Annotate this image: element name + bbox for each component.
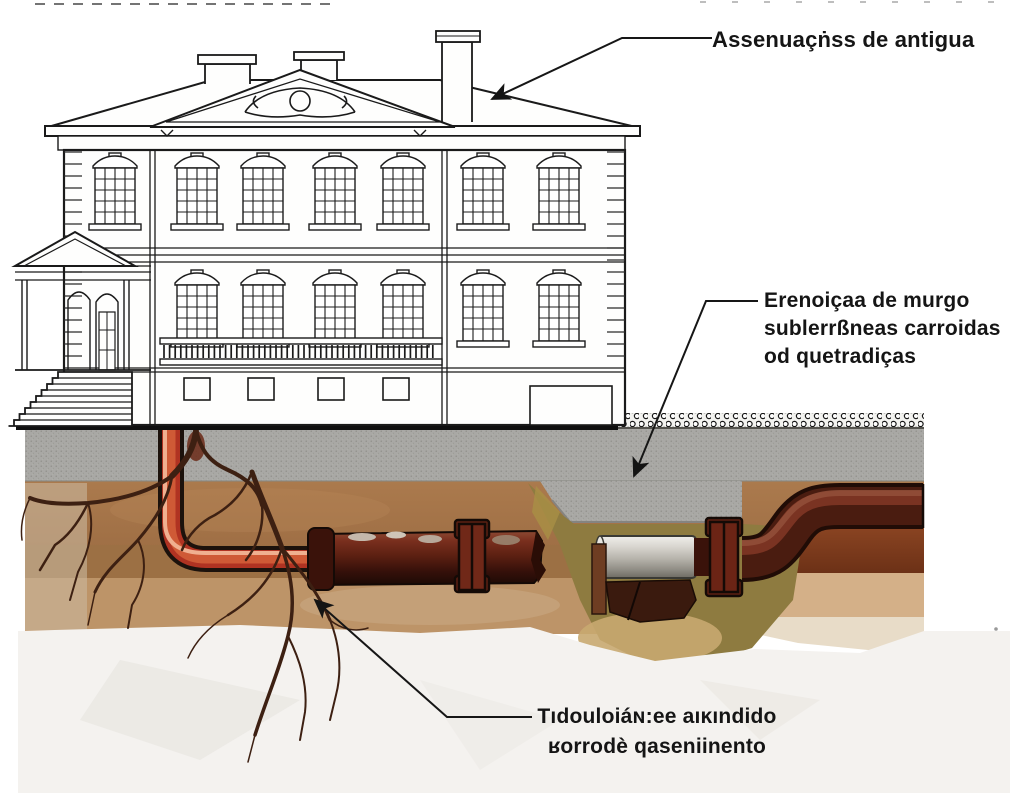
label-pipe: Tıdouloiáɴ:ee aıĸındido ʁorrodè qaseniin… [492,702,822,762]
facade-bay-divisions [149,150,448,425]
porch-posts [21,280,130,370]
window-lower [170,269,224,348]
soil-pale-right [742,617,924,651]
label-walls: Erenoiçaa de murgo sublerrßneas carroida… [764,287,1001,371]
pediment [149,68,456,137]
leader-line-settlement [490,37,712,100]
basement-line [64,367,625,373]
rust-patch [418,535,442,543]
stray-dot [994,627,998,631]
leader-line-pipe [313,598,532,718]
label-settlement: Assenuaçṅss de antigua [712,27,975,52]
door-panels [99,312,115,370]
broken-pipe-fragment [605,579,697,623]
chimney-left [197,54,257,84]
soil-mottle [300,585,560,625]
tree-roots-left [20,428,264,629]
window-lower [532,269,586,348]
service-pipe-red [158,430,322,572]
window-upper [88,152,142,231]
pipe-bell-joint [307,527,335,591]
concrete-trench-wedge [540,481,742,522]
window-upper [236,152,290,231]
porch-arch-left [67,291,91,370]
chimney-right [435,30,481,122]
rising-pipe [741,483,925,582]
quoins [64,151,625,357]
window-upper [376,152,430,231]
label-walls-line3: od quetradiças [764,345,917,368]
window-lower [456,269,510,348]
window-upper [456,152,510,231]
window-lower [308,269,362,348]
pediment-cartouche [244,87,356,118]
pipe-clamp-2 [704,516,744,598]
soil-mottle [110,488,390,532]
window-lower [376,269,430,348]
label-walls-line1: Erenoiçaa de murgo [764,289,970,312]
marble-zone [18,625,1010,793]
ground-line [16,425,618,430]
window-upper [308,152,362,231]
pipe-broken-end [531,531,546,583]
steps-outline [8,371,133,427]
window-lower [236,269,290,348]
label-pipe-line2: ʁorrodè qaseniinento [547,735,767,758]
leader-lines [313,37,758,718]
label-walls-line2: sublerrßneas carroidas [764,317,1001,340]
rust-patch [386,531,406,539]
window-upper [532,152,586,231]
old-corroded-pipe [307,527,546,591]
replacement-pipe-silver [591,535,712,623]
pipe-clamp-1 [453,518,491,594]
window-upper [170,152,224,231]
porch-arch-right [95,293,119,370]
soil-pale-left [25,483,87,630]
building-illustration [8,30,641,427]
frieze [57,135,626,151]
ground-cross-section [16,413,1010,793]
pediment-bracket [160,129,427,137]
pipe-support [591,543,607,615]
rust-patch [492,535,520,545]
rust-patch [348,533,376,541]
entrance-porch [8,230,151,427]
label-pipe-line1: Tıdouloiáɴ:ee aıĸındido [537,705,777,728]
entrance-steps [8,371,133,427]
floor-band [64,247,625,263]
grass-texture [612,413,924,429]
leader-line-walls [632,300,758,478]
pipe-crack [627,581,641,621]
pipe-connector [694,538,712,576]
facade [62,148,627,427]
basement-vents [183,377,410,401]
balustrade [159,337,443,366]
basement-recess [529,385,613,426]
